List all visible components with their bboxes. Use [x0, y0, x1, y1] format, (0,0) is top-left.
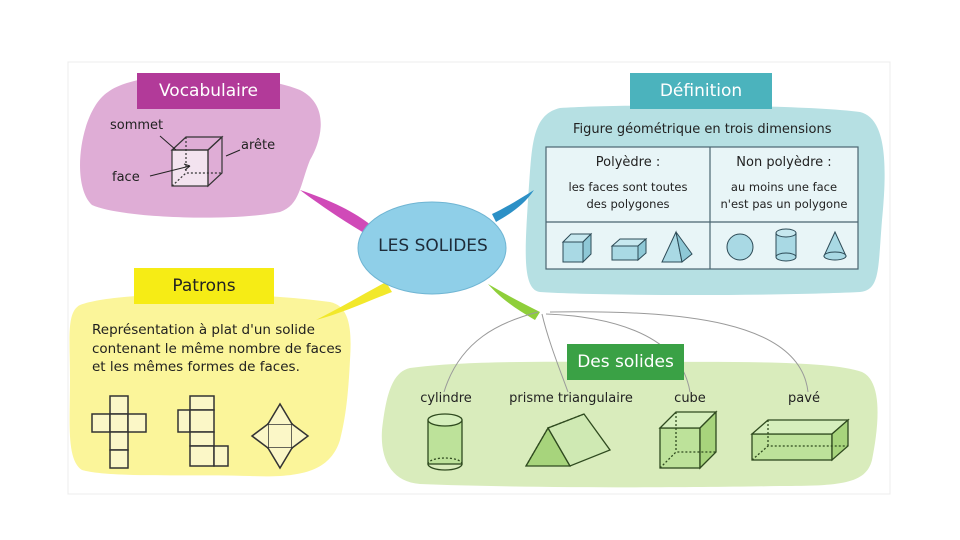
pave-drawing: [750, 418, 850, 462]
vocab-cube: [170, 135, 224, 188]
patrons-description: Représentation à plat d'un solide conten…: [92, 321, 350, 377]
label-sommet: sommet: [110, 118, 164, 133]
connector-vocabulaire: [300, 190, 372, 234]
poly-prism-icon: [610, 237, 648, 262]
patrons-line2: contenant le même nombre de faces: [92, 340, 342, 357]
polyedre-heading: Polyèdre :: [595, 155, 661, 170]
patrons-title: Patrons: [134, 268, 274, 304]
definition-table: [545, 146, 859, 270]
solid-label-cube: cube: [674, 391, 706, 406]
box-net: [177, 395, 229, 467]
definition-subtitle: Figure géométrique en trois dimensions: [573, 122, 832, 137]
connector-definition: [492, 190, 534, 222]
solid-label-prisme: prisme triangulaire: [509, 391, 633, 406]
solid-label-pave: pavé: [788, 391, 820, 406]
connector-patrons: [316, 282, 392, 320]
label-face: face: [112, 170, 140, 185]
non-polyedre-line2: n'est pas un polygone: [720, 197, 848, 211]
vocabulaire-title-text: Vocabulaire: [159, 81, 258, 101]
des-solides-title: Des solides: [567, 344, 684, 380]
poly-cube-icon: [561, 232, 593, 264]
center-ellipse: [357, 201, 507, 295]
vocabulaire-title: Vocabulaire: [137, 73, 280, 109]
cylinder-drawing: [427, 413, 463, 471]
center-title: LES SOLIDES: [378, 236, 488, 256]
nonpoly-sphere-icon: [726, 233, 754, 261]
cube-net-cross: [91, 395, 147, 469]
patrons-line3: et les mêmes formes de faces.: [92, 359, 300, 375]
definition-title-text: Définition: [659, 81, 743, 101]
non-polyedre-heading: Non polyèdre :: [736, 155, 832, 170]
patrons-title-text: Patrons: [172, 276, 236, 296]
label-arete: arête: [241, 138, 276, 153]
nonpoly-cone-icon: [823, 230, 847, 261]
poly-pyramid-icon: [661, 230, 693, 263]
polyedre-line1: les faces sont toutes: [568, 180, 688, 194]
prism-drawing: [524, 413, 612, 467]
polyedre-line2: des polygones: [586, 197, 670, 211]
non-polyedre-line1: au moins une face: [730, 180, 838, 194]
vocab-pointers: [149, 135, 241, 177]
definition-title: Définition: [630, 73, 772, 109]
solid-label-cylindre: cylindre: [420, 391, 472, 406]
nonpoly-cylinder-icon: [775, 228, 797, 262]
cube-drawing: [658, 410, 718, 470]
connector-des-solides: [488, 284, 540, 320]
des-solides-title-text: Des solides: [577, 352, 674, 372]
patrons-line1: Représentation à plat d'un solide: [92, 322, 315, 338]
vocabulaire-bubble: [80, 74, 321, 218]
pyramid-net: [250, 402, 310, 470]
